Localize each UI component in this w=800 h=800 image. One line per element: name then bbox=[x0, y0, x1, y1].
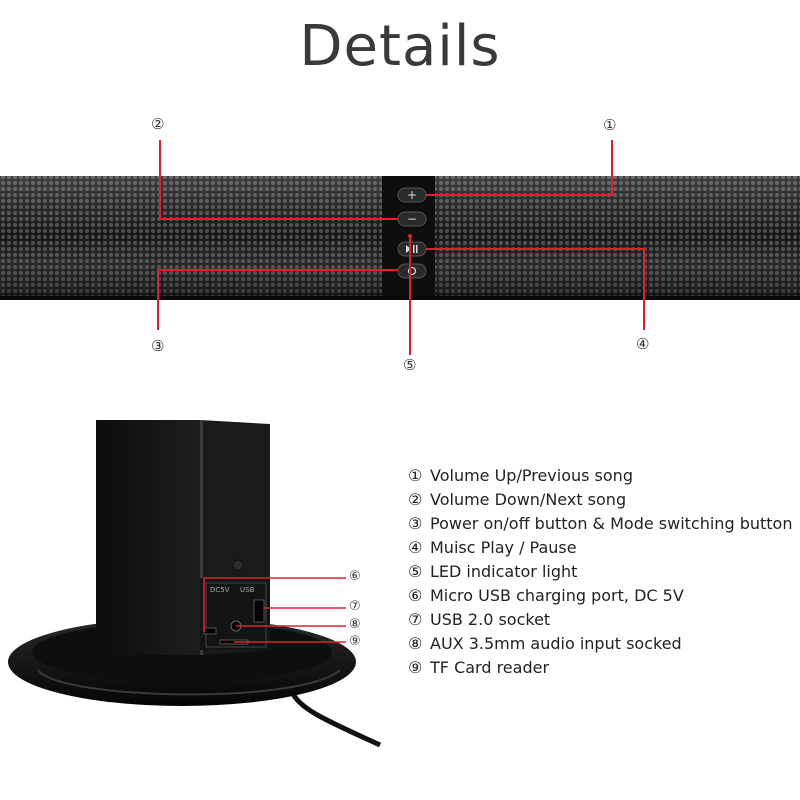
callout-9: ⑨ bbox=[349, 634, 361, 649]
port-label-usb: USB bbox=[240, 586, 255, 594]
callout-2: ② bbox=[151, 115, 165, 133]
speaker-tower-image: DC5V USB bbox=[8, 420, 382, 748]
port-label-dc: DC5V bbox=[210, 586, 230, 594]
callout-5: ⑤ bbox=[403, 356, 417, 374]
screw-icon bbox=[232, 559, 244, 571]
power-cable bbox=[289, 690, 382, 748]
svg-text:+: + bbox=[407, 188, 417, 202]
volume-down-button[interactable]: − bbox=[397, 211, 427, 227]
callout-7: ⑦ bbox=[349, 599, 361, 614]
play-pause-button[interactable] bbox=[397, 241, 427, 257]
soundbar-image: + − bbox=[0, 140, 800, 355]
callout-lines bbox=[157, 140, 645, 355]
callout-3: ③ bbox=[151, 337, 165, 355]
power-button[interactable] bbox=[397, 263, 427, 279]
micro-usb-port bbox=[203, 627, 217, 635]
callout-6: ⑥ bbox=[349, 569, 361, 584]
callout-8: ⑧ bbox=[349, 617, 361, 632]
tower-front bbox=[96, 420, 200, 655]
svg-text:−: − bbox=[407, 212, 417, 226]
port-callout-lines bbox=[203, 577, 346, 643]
usb-port bbox=[253, 599, 265, 623]
volume-up-button[interactable]: + bbox=[397, 187, 427, 203]
callout-4: ④ bbox=[636, 335, 650, 353]
callout-1: ① bbox=[603, 116, 617, 134]
page-title: Details bbox=[299, 14, 501, 79]
